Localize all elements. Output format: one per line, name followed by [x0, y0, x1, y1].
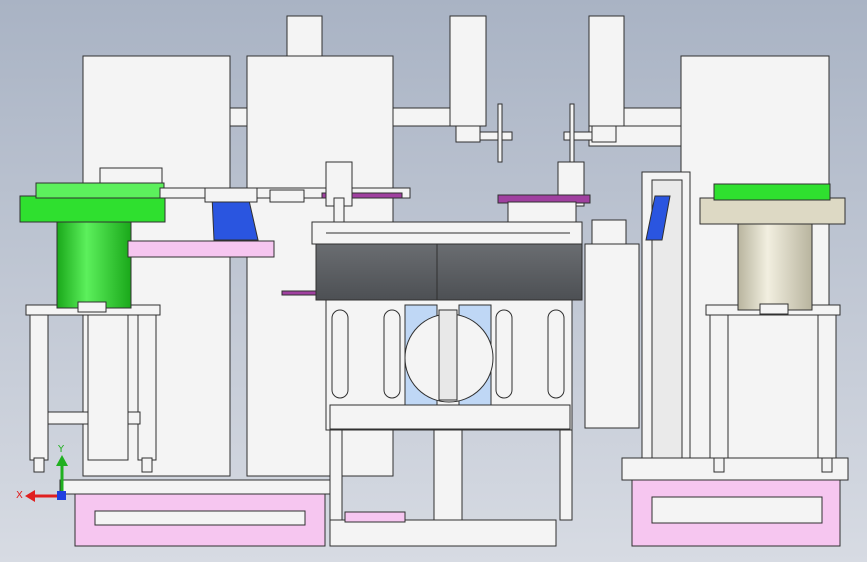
left-feed-beam: [127, 187, 411, 296]
central-dark-panel: [315, 243, 583, 301]
feeder-clamp-left: [269, 189, 305, 203]
crossbar-center: [392, 107, 451, 127]
side-box-top: [591, 219, 627, 245]
chute-housing-left: [204, 187, 258, 203]
cage-slot-3: [495, 309, 513, 399]
left-station: [19, 167, 166, 461]
blue-chute-right: [645, 195, 671, 241]
right-frame-leg-2: [817, 311, 837, 461]
foot-1: [33, 457, 45, 473]
y-axis-label: Y: [57, 444, 65, 455]
arm-right-bar: [563, 131, 593, 141]
right-station: [699, 183, 846, 461]
x-axis-label: X: [16, 490, 23, 501]
green-disc-top: [35, 182, 165, 199]
beige-disc: [699, 197, 846, 225]
axis-triad: Y X: [16, 444, 68, 502]
green-ring-right: [713, 183, 831, 201]
top-block-left-small: [286, 15, 323, 59]
pink-rail-left: [127, 240, 275, 258]
crossbar-right: [623, 107, 682, 127]
z-axis-marker: [57, 491, 66, 500]
center-post-right: [559, 429, 573, 521]
green-disc: [19, 195, 166, 223]
cage-bottom-plate: [329, 404, 571, 430]
arm-left-bar: [479, 131, 513, 141]
y-axis-head: [56, 455, 68, 466]
green-cylinder: [56, 217, 132, 309]
arm-right: [591, 125, 617, 143]
probe-arms: [455, 103, 617, 163]
side-box: [584, 243, 640, 429]
center-pink-strip: [344, 511, 406, 523]
right-bed-rail: [621, 457, 849, 481]
gripper-heads: [325, 161, 591, 223]
beige-cylinder: [737, 221, 813, 311]
foot-3: [713, 457, 725, 473]
foot-2: [141, 457, 153, 473]
x-axis-head: [25, 490, 35, 502]
central-module: [311, 221, 583, 545]
left-bed-slot: [94, 510, 306, 526]
crossbar-left: [229, 107, 248, 127]
center-base: [329, 519, 557, 547]
base-bed: [59, 457, 849, 547]
green-foot: [77, 301, 107, 313]
right-bed-slot: [651, 496, 823, 524]
right-foot: [759, 303, 789, 315]
cage-slot-1: [331, 309, 349, 399]
left-frame-leg-1: [29, 311, 49, 461]
probe-left: [497, 103, 503, 163]
top-block-center-left: [449, 15, 487, 127]
center-post-left: [329, 429, 343, 521]
cage-slot-2: [383, 309, 401, 399]
arm-left: [455, 125, 481, 143]
cage-slot-4: [547, 309, 565, 399]
left-frame-inner: [87, 314, 129, 461]
left-bed-rail: [59, 479, 331, 495]
probe-right: [569, 103, 575, 163]
purple-strip-left-low: [281, 290, 317, 296]
top-block-center-right: [588, 15, 625, 127]
left-frame-leg-2: [137, 311, 157, 461]
gripper-left-col: [333, 197, 345, 223]
leveling-feet: [33, 457, 833, 473]
center-tube: [438, 309, 458, 401]
purple-strip-left: [321, 192, 403, 199]
foot-4: [821, 457, 833, 473]
right-frame-leg-1: [709, 311, 729, 461]
gripper-right-plate: [507, 201, 577, 223]
